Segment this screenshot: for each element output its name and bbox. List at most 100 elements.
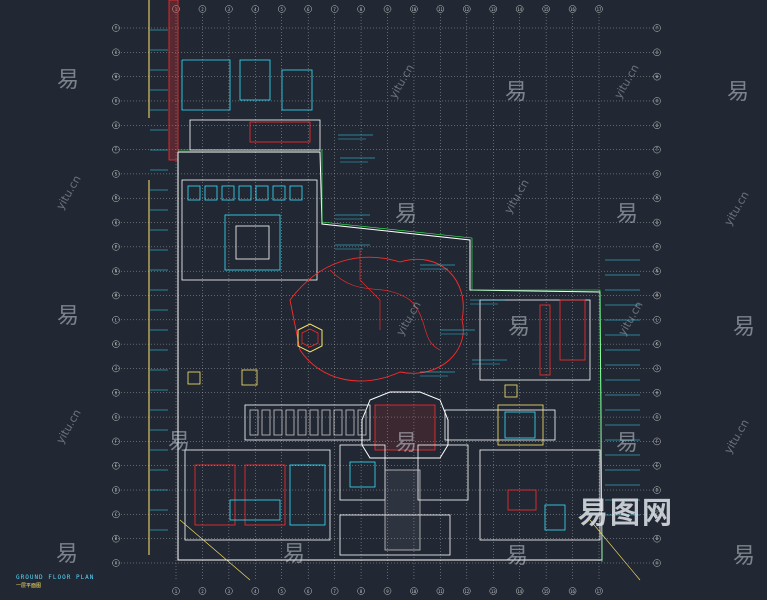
watermark-char: 易 [616, 431, 639, 456]
grid-bubble [112, 316, 120, 324]
room-outline [239, 59, 271, 101]
hall-outline [181, 179, 318, 281]
grid-label: F [115, 439, 118, 444]
grid-bubble [304, 5, 312, 13]
grid-label: U [656, 123, 659, 128]
pavilion-outline [297, 323, 323, 353]
grid-label: 13 [491, 7, 496, 12]
grid-label: 1 [175, 589, 178, 594]
grid-label: 16 [570, 589, 575, 594]
grid-bubble [653, 170, 661, 178]
watermark-char: 易 [283, 542, 306, 567]
grid-bubble [251, 5, 260, 13]
grid-label: A [115, 561, 118, 566]
grid-label: E [656, 463, 659, 468]
grid-bubble [653, 389, 661, 397]
grid-label: 12 [464, 7, 469, 12]
gallery-bay [309, 409, 319, 436]
marker-square [504, 384, 518, 398]
grid-label: Q [115, 220, 118, 225]
grid-label: 6 [307, 589, 310, 594]
grid-bubble [112, 486, 120, 494]
watermark-char: 易 [733, 315, 756, 340]
column-bay [238, 185, 252, 201]
drawing-subtitle: 一层平面图 [16, 583, 42, 589]
watermark-char: 易 [505, 80, 528, 105]
room-outline [559, 299, 586, 361]
grid-label: 10 [412, 7, 417, 12]
grid-label: Y [656, 26, 659, 31]
room-outline [289, 464, 326, 526]
grid-bubble [112, 194, 120, 202]
grid-label: 9 [386, 7, 389, 12]
grid-bubble [436, 5, 445, 13]
grid-label: G [115, 415, 118, 420]
grid-bubble [410, 587, 418, 595]
grid-label: 3 [228, 7, 231, 12]
grid-bubble [112, 121, 120, 130]
gallery-bay [345, 409, 355, 436]
right-block [479, 299, 591, 381]
brand-logo: 易图网 [578, 496, 674, 531]
watermark-char: 易 [168, 430, 191, 455]
grid-bubble [357, 587, 365, 595]
room-outline [229, 499, 281, 521]
grid-bubble [568, 587, 577, 595]
grid-label: V [656, 98, 659, 103]
section-line [589, 519, 641, 581]
room-outline [181, 59, 231, 111]
grid-bubble [653, 316, 661, 324]
room-outline [249, 121, 311, 143]
grid-label: X [656, 50, 659, 55]
building-outline [177, 151, 603, 561]
grid-label: 10 [412, 589, 417, 594]
gallery-bay [333, 409, 343, 436]
grid-bubble [653, 291, 661, 300]
grid-label: 14 [517, 7, 522, 12]
grid-label: M [115, 293, 118, 298]
grid-label: S [115, 171, 118, 176]
grid-bubble [304, 587, 312, 595]
column-bay [204, 185, 218, 201]
grid-label: K [656, 342, 659, 347]
grid-bubble [112, 461, 120, 470]
watermark-char: 易 [56, 542, 79, 567]
grid-label: 3 [228, 589, 231, 594]
grid-label: Q [656, 220, 659, 225]
garden-path [329, 269, 441, 351]
grid-bubble [653, 559, 661, 567]
red-strip [168, 0, 179, 161]
gallery-bay [249, 409, 259, 436]
grid-label: L [656, 317, 659, 322]
grid-label: E [115, 463, 118, 468]
grid-bubble [653, 461, 661, 470]
grid-bubble [330, 5, 339, 13]
watermark-char: 易 [506, 544, 529, 569]
grid-bubble [112, 437, 120, 446]
grid-label: U [115, 123, 118, 128]
grid-bubble [515, 5, 524, 13]
grid-label: 15 [544, 589, 549, 594]
grid-bubble [112, 413, 120, 421]
right-lower-block [479, 449, 601, 541]
grid-bubble [653, 486, 661, 494]
room-outline [504, 411, 536, 439]
gallery-bay [261, 409, 271, 436]
grid-label: T [656, 147, 659, 152]
column-bay [221, 185, 235, 201]
grid-label: P [115, 244, 118, 249]
watermark-char: 易 [395, 431, 418, 456]
grid-label: T [115, 147, 118, 152]
courtyard-bottom [339, 444, 386, 501]
grid-bubble [653, 48, 661, 57]
grid-label: 2 [201, 7, 204, 12]
column-bay [272, 185, 286, 201]
grid-bubble [653, 510, 661, 519]
grid-label: R [115, 196, 118, 201]
drawing-title: GROUND FLOOR PLAN [16, 574, 95, 581]
grid-bubble [225, 5, 233, 13]
entrance-stair [384, 469, 421, 551]
grid-label: G [656, 415, 659, 420]
grid-label: J [656, 366, 658, 371]
grid-label: 17 [597, 7, 602, 12]
